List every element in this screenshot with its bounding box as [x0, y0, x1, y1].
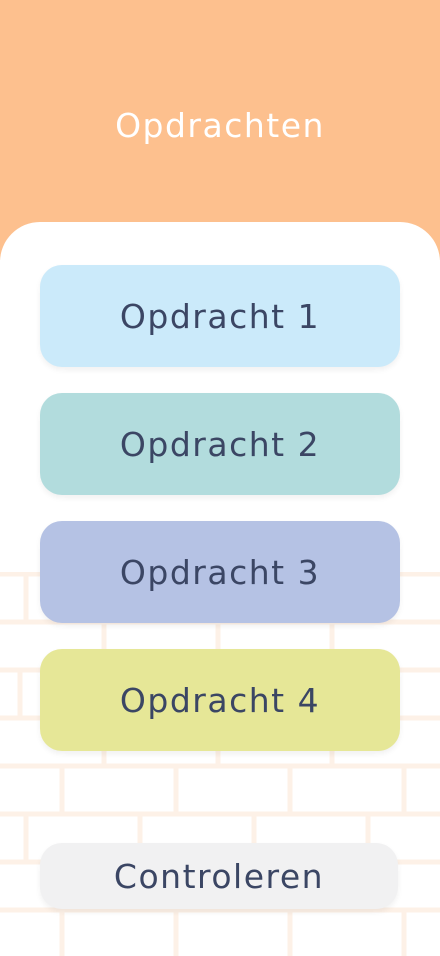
task-label-1: Opdracht 1 [119, 296, 321, 336]
task-label-4: Opdracht 4 [119, 680, 321, 720]
check-button[interactable]: Controleren [40, 843, 398, 909]
check-button-label: Controleren [113, 856, 325, 896]
task-button-4[interactable]: Opdracht 4 [40, 649, 400, 751]
task-label-3: Opdracht 3 [119, 552, 321, 592]
task-button-3[interactable]: Opdracht 3 [40, 521, 400, 623]
header: Opdrachten [0, 0, 440, 260]
task-button-1[interactable]: Opdracht 1 [40, 265, 400, 367]
task-label-2: Opdracht 2 [119, 424, 321, 464]
content-sheet: Opdracht 1 Opdracht 2 Opdracht 3 Opdrach… [0, 222, 440, 956]
task-button-2[interactable]: Opdracht 2 [40, 393, 400, 495]
page-title: Opdrachten [115, 106, 325, 145]
